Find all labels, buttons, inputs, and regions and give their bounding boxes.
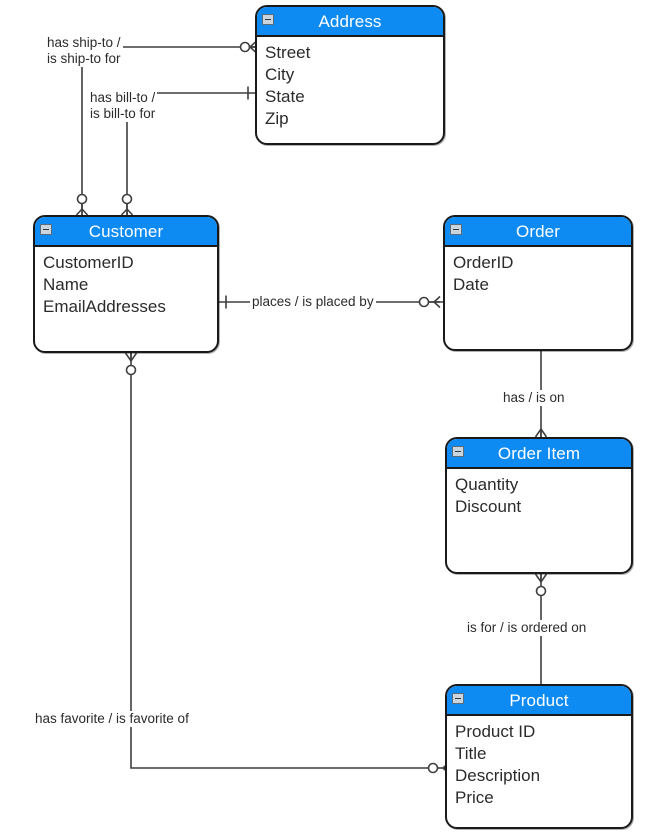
edge-label-ship-to-line2: is ship-to for <box>47 51 121 66</box>
attribute-row: City <box>265 65 295 84</box>
entity-order-attributes: OrderID Date <box>445 247 631 300</box>
attribute-row: Product ID <box>455 722 536 741</box>
edge-label-is-for-product: is for / is ordered on <box>465 620 589 636</box>
entity-customer-title: Customer <box>88 221 164 241</box>
entity-address-attributes: Street City State Zip <box>257 37 443 134</box>
entity-order-item-header[interactable]: Order Item <box>447 439 631 469</box>
entity-product-attributes: Product ID Title Description Price <box>447 716 631 813</box>
edge-ship-to[interactable] <box>75 40 257 216</box>
entity-product[interactable]: Product Product ID Title Description Pri… <box>445 684 633 829</box>
minus-box-icon[interactable] <box>40 224 52 235</box>
attribute-row: Description <box>455 766 541 785</box>
entity-order-item-attributes: Quantity Discount <box>447 469 631 522</box>
entity-customer-header[interactable]: Customer <box>35 217 217 247</box>
entity-order-item[interactable]: Order Item Quantity Discount <box>445 437 633 574</box>
edge-label-ship-to: has ship-to / is ship-to for <box>45 35 123 67</box>
attribute-row: State <box>265 87 305 106</box>
entity-address-title: Address <box>318 11 382 31</box>
attribute-row: Discount <box>455 497 522 516</box>
attribute-row: Street <box>265 43 311 62</box>
attribute-row: CustomerID <box>43 253 134 272</box>
edge-label-places: places / is placed by <box>250 294 376 310</box>
entity-order-header[interactable]: Order <box>445 217 631 247</box>
edge-label-bill-to: has bill-to / is bill-to for <box>88 90 158 122</box>
entity-customer[interactable]: Customer CustomerID Name EmailAddresses <box>33 215 219 353</box>
edge-label-bill-to-line1: has bill-to / <box>90 90 156 105</box>
edge-has-favorite[interactable] <box>124 352 450 775</box>
entity-address[interactable]: Address Street City State Zip <box>255 5 445 145</box>
attribute-row: Date <box>453 275 489 294</box>
minus-box-icon[interactable] <box>452 693 464 704</box>
minus-box-icon[interactable] <box>452 446 464 457</box>
entity-product-header[interactable]: Product <box>447 686 631 716</box>
attribute-row: Title <box>455 744 487 763</box>
edge-label-has-order-item: has / is on <box>501 390 567 406</box>
entity-order-item-title: Order Item <box>497 443 581 463</box>
minus-box-icon[interactable] <box>262 14 274 25</box>
attribute-row: EmailAddresses <box>43 297 166 316</box>
minus-box-icon[interactable] <box>450 224 462 235</box>
attribute-row: Price <box>455 788 494 807</box>
entity-product-title: Product <box>509 690 569 710</box>
attribute-row: Name <box>43 275 89 294</box>
edge-label-has-favorite: has favorite / is favorite of <box>33 711 191 727</box>
edge-label-bill-to-line2: is bill-to for <box>90 106 156 121</box>
entity-customer-attributes: CustomerID Name EmailAddresses <box>35 247 217 322</box>
attribute-row: OrderID <box>453 253 514 272</box>
entity-order[interactable]: Order OrderID Date <box>443 215 633 351</box>
attribute-row: Quantity <box>455 475 519 494</box>
edge-label-ship-to-line1: has ship-to / <box>47 35 121 50</box>
attribute-row: Zip <box>265 109 289 128</box>
entity-order-title: Order <box>516 221 560 241</box>
entity-address-header[interactable]: Address <box>257 7 443 37</box>
